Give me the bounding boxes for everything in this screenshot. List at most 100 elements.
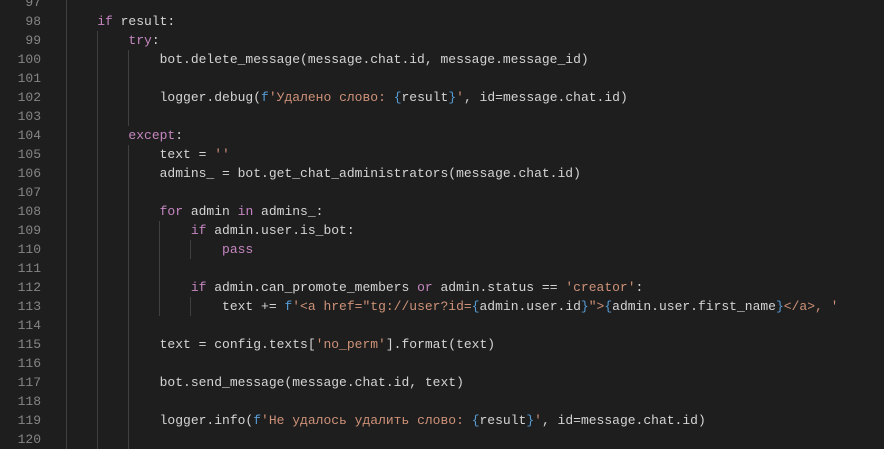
keyword-token: try — [128, 33, 152, 48]
code-token: admin.status == — [432, 280, 566, 295]
code-line[interactable]: 120 — [0, 430, 884, 449]
code-line[interactable]: 119 logger.info(f'Не удалось удалить сло… — [0, 411, 884, 430]
code-line[interactable]: 115 text = config.texts['no_perm'].forma… — [0, 335, 884, 354]
code-token: admin.user.first_name — [612, 299, 776, 314]
code-line[interactable]: 112 if admin.can_promote_members or admi… — [0, 278, 884, 297]
line-number: 109 — [17, 223, 41, 238]
code-text: text += f'<a href="tg://user?id= {admin.u… — [66, 297, 838, 316]
code-token: admin.can_promote_members — [206, 280, 418, 295]
indent-guide — [97, 31, 98, 449]
fstring-token: } — [775, 299, 784, 314]
string-token: "> — [588, 299, 605, 314]
line-number: 100 — [17, 52, 41, 67]
code-line[interactable]: 106 admins_ = bot.get_chat_administrator… — [0, 164, 884, 183]
code-line[interactable]: 100 bot.delete_message(message.chat.id, … — [0, 50, 884, 69]
fstring-token: { — [393, 90, 402, 105]
code-line[interactable]: 101 — [0, 69, 884, 88]
line-number: 103 — [17, 109, 41, 124]
fstring-token: f — [284, 299, 293, 314]
code-token — [66, 280, 191, 295]
code-token: result: — [112, 14, 176, 29]
line-number: 107 — [17, 185, 41, 200]
fstring-token: } — [448, 90, 457, 105]
code-text: bot.delete_message(message.chat.id, mess… — [66, 50, 589, 69]
keyword-token: for — [159, 204, 184, 219]
code-token: : — [635, 280, 644, 295]
indent-guide — [190, 240, 191, 259]
keyword-token: except — [128, 128, 176, 143]
line-number: 105 — [17, 147, 41, 162]
indent-guide — [159, 221, 160, 316]
code-line[interactable]: 97 — [0, 0, 884, 12]
string-token: 'Удалено слово: — [268, 90, 394, 105]
indent-guide — [66, 0, 67, 449]
code-text: admins_ = bot.get_chat_administrators(me… — [66, 164, 581, 183]
code-token: text = — [66, 147, 215, 162]
code-token — [66, 204, 160, 219]
code-token: admins_ = bot.get_chat_administrators(me… — [66, 166, 581, 181]
code-text: text = config.texts['no_perm'].format(te… — [66, 335, 495, 354]
code-token: bot.send_message(message.chat.id, text) — [66, 375, 464, 390]
code-line[interactable]: 116 — [0, 354, 884, 373]
code-token: text += — [66, 299, 285, 314]
fstring-token: } — [580, 299, 589, 314]
code-token: : — [175, 128, 184, 143]
string-token: ' — [456, 90, 464, 105]
code-line[interactable]: 98 if result: — [0, 12, 884, 31]
line-number: 113 — [17, 299, 41, 314]
line-number: 108 — [17, 204, 41, 219]
code-line[interactable]: 118 — [0, 392, 884, 411]
code-token — [66, 33, 128, 48]
code-token: result — [479, 413, 527, 428]
code-text: except: — [66, 126, 183, 145]
code-line[interactable]: 111 — [0, 259, 884, 278]
code-line[interactable]: 108 for admin in admins_: — [0, 202, 884, 221]
fstring-token: { — [604, 299, 613, 314]
string-token: '<a href="tg://user?id= — [292, 299, 472, 314]
line-number: 97 — [25, 0, 41, 10]
indent-guide — [128, 145, 129, 449]
string-token: 'creator' — [565, 280, 636, 295]
code-line[interactable]: 110 pass — [0, 240, 884, 259]
fstring-token: { — [471, 413, 480, 428]
line-number: 117 — [17, 375, 41, 390]
code-token — [66, 14, 97, 29]
line-number: 116 — [17, 356, 41, 371]
code-text: pass — [66, 240, 253, 259]
code-line[interactable]: 109 if admin.user.is_bot: — [0, 221, 884, 240]
code-line[interactable]: 103 — [0, 107, 884, 126]
code-token: admins_: — [253, 204, 324, 219]
line-number: 98 — [25, 14, 41, 29]
code-line[interactable]: 117 bot.send_message(message.chat.id, te… — [0, 373, 884, 392]
line-number: 101 — [17, 71, 41, 86]
code-token — [66, 242, 222, 257]
indent-guide — [190, 297, 191, 316]
string-token: 'Не удалось удалить слово: — [261, 413, 472, 428]
line-number: 106 — [17, 166, 41, 181]
line-number: 120 — [17, 432, 41, 447]
code-text: bot.send_message(message.chat.id, text) — [66, 373, 464, 392]
keyword-token: pass — [222, 242, 254, 257]
code-token: , id=message.chat.id) — [541, 413, 706, 428]
code-token — [66, 128, 128, 143]
keyword-token: if — [190, 223, 207, 238]
code-token: ].format(text) — [385, 337, 496, 352]
code-line[interactable]: 102 logger.debug(f'Удалено слово: {resul… — [0, 88, 884, 107]
code-line[interactable]: 104 except: — [0, 126, 884, 145]
code-text: logger.info(f'Не удалось удалить слово: … — [66, 411, 706, 430]
code-text: if result: — [66, 12, 175, 31]
keyword-token: if — [97, 14, 113, 29]
line-number: 102 — [17, 90, 41, 105]
code-token: logger.info( — [66, 413, 254, 428]
code-line[interactable]: 114 — [0, 316, 884, 335]
code-line[interactable]: 105 text = '' — [0, 145, 884, 164]
fstring-token: } — [526, 413, 535, 428]
string-token: </a>, ' — [783, 299, 839, 314]
code-token: admin — [183, 204, 238, 219]
code-text: for admin in admins_: — [66, 202, 324, 221]
code-token — [66, 223, 191, 238]
code-line[interactable]: 99 try: — [0, 31, 884, 50]
code-line[interactable]: 107 — [0, 183, 884, 202]
code-line[interactable]: 113 text += f'<a href="tg://user?id= {adm… — [0, 297, 884, 316]
